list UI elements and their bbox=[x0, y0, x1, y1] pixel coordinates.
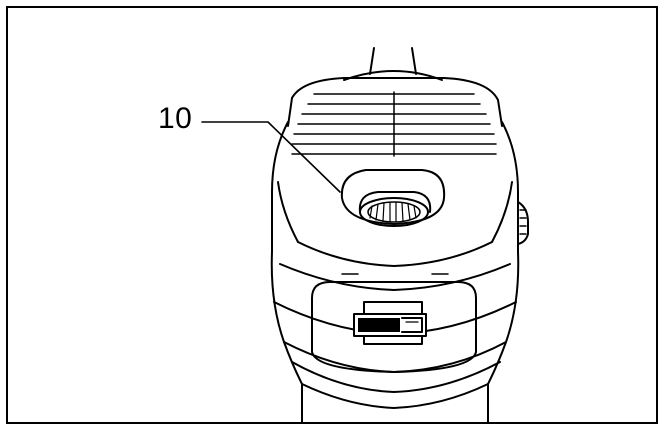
tool-illustration bbox=[201, 47, 529, 422]
speed-dial bbox=[340, 169, 446, 227]
callout-leader bbox=[201, 121, 341, 193]
callout-label-10: 10 bbox=[158, 102, 193, 135]
tool-body bbox=[270, 121, 520, 422]
side-knob bbox=[517, 201, 529, 245]
figure-frame bbox=[6, 6, 658, 424]
tool-tail bbox=[343, 47, 443, 81]
switch-assembly bbox=[311, 281, 477, 373]
vent-cap bbox=[287, 77, 503, 157]
